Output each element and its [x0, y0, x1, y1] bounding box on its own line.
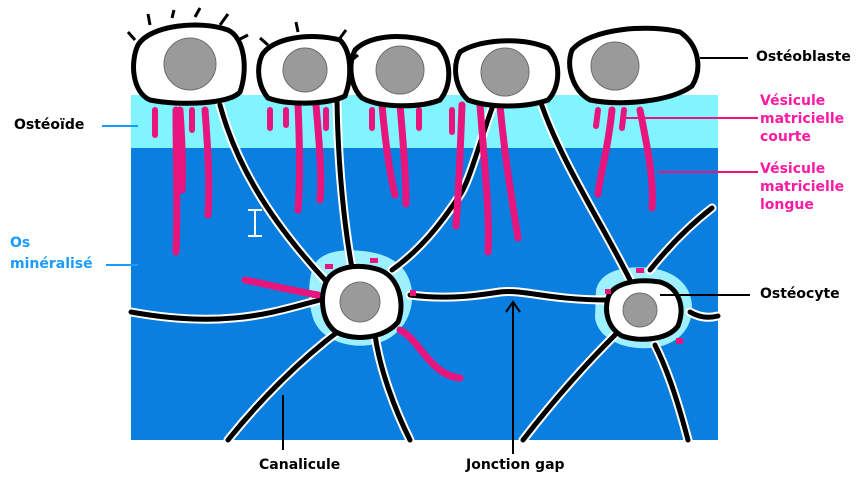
label-osteocyte: Ostéocyte	[760, 285, 840, 303]
nucleus-osteoblast-1	[164, 38, 216, 90]
label-osteoblaste: Ostéoblaste	[756, 48, 851, 66]
label-vesicule-longue-3: longue	[760, 196, 814, 214]
label-os-mineralise-2: minéralisé	[10, 255, 93, 273]
nucleus-osteoblast-3	[376, 46, 424, 94]
label-vesicule-longue-2: matricielle	[760, 178, 844, 196]
label-vesicule-courte-3: courte	[760, 128, 811, 146]
nucleus-osteoblast-5	[591, 42, 639, 90]
label-jonction-gap: Jonction gap	[466, 456, 565, 474]
label-canalicule: Canalicule	[259, 456, 340, 474]
label-vesicule-courte-2: matricielle	[760, 110, 844, 128]
label-vesicule-courte-1: Vésicule	[760, 92, 825, 110]
nucleus-osteocyte-right	[623, 293, 657, 327]
nucleus-osteocyte-left	[340, 282, 380, 322]
label-vesicule-longue-1: Vésicule	[760, 160, 825, 178]
nucleus-osteoblast-4	[481, 48, 529, 96]
label-osteoide: Ostéoïde	[14, 116, 84, 134]
nucleus-osteoblast-2	[283, 48, 327, 92]
label-os-mineralise-1: Os	[10, 234, 30, 252]
